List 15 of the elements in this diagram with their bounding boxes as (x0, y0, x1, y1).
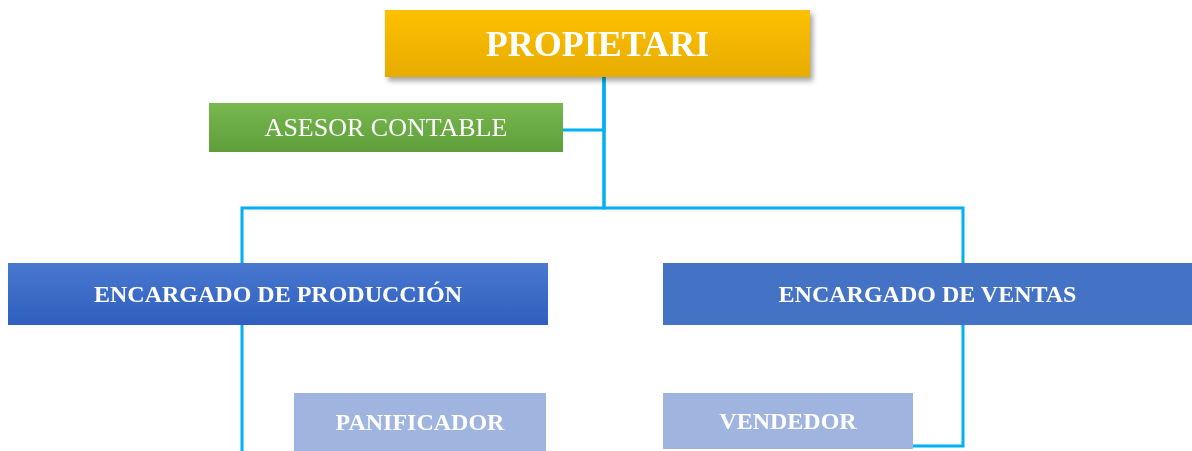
owner-box (385, 10, 810, 77)
staff-box (663, 393, 913, 449)
box-label: VENDEDOR (719, 407, 857, 435)
connector-line (602, 77, 965, 263)
manager-box (8, 263, 548, 325)
manager-box (663, 263, 1192, 325)
connector-line (240, 325, 244, 451)
box-label: PANIFICADOR (335, 408, 505, 436)
advisor-box (209, 103, 563, 152)
box-label: ENCARGADO DE VENTAS (778, 280, 1077, 308)
box-label: ASESOR CONTABLE (264, 112, 508, 143)
box-label: ENCARGADO DE PRODUCCIÓN (94, 280, 462, 308)
connector-line (913, 325, 965, 448)
box-label: PROPIETARI (485, 22, 710, 65)
staff-box (294, 393, 546, 451)
